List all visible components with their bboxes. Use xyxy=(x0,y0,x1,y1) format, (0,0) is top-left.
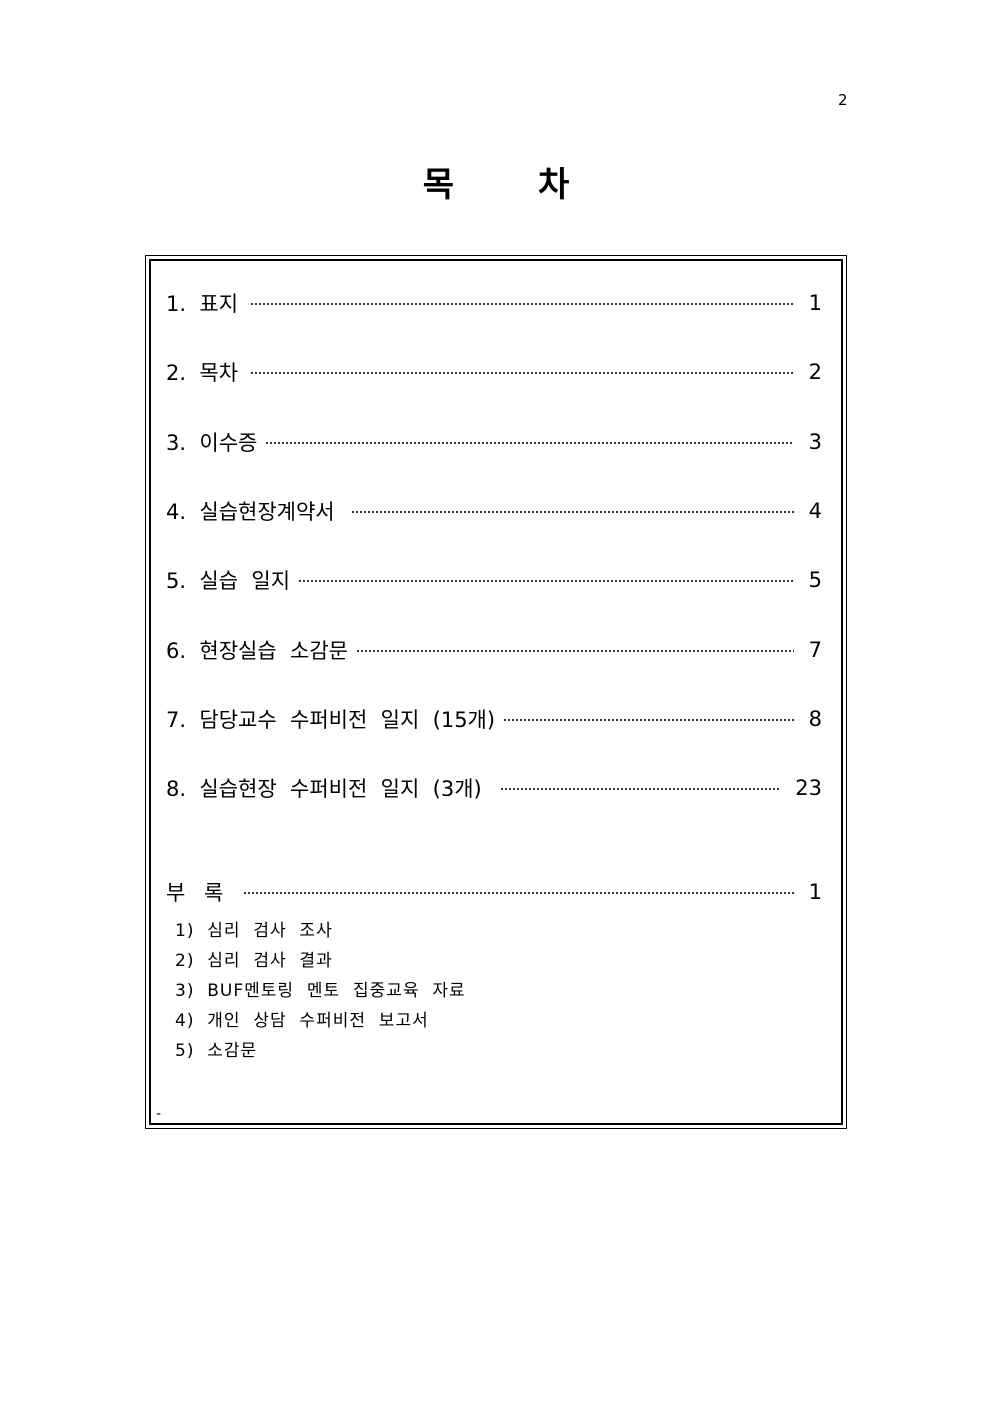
appendix-sub-item: 5) 소감문 xyxy=(175,1041,258,1061)
table-of-contents-box: 1. 표지 1 2. 목차 2 3. 이수증 3 4. 실습현장계약서 4 5.… xyxy=(145,255,847,1129)
toc-entry-label: 8. 실습현장 수퍼비전 일지 (3개) xyxy=(166,777,482,801)
toc-entry: 1. 표지 1 xyxy=(166,288,822,318)
appendix-page: 1 xyxy=(808,880,822,904)
dot-leader xyxy=(243,892,794,894)
toc-entry-label: 1. 표지 xyxy=(166,292,239,316)
toc-entry-page: 1 xyxy=(808,291,822,315)
toc-entry: 3. 이수증 3 xyxy=(166,427,822,457)
toc-entry-page: 2 xyxy=(808,360,822,384)
toc-entry: 6. 현장실습 소감문 7 xyxy=(166,635,822,665)
toc-entry: 5. 실습 일지 5 xyxy=(166,565,822,595)
toc-entry-label: 2. 목차 xyxy=(166,361,239,385)
toc-entry-page: 23 xyxy=(795,776,822,800)
dot-leader xyxy=(298,580,794,582)
toc-inner-border xyxy=(149,259,843,1125)
toc-entry-label: 7. 담당교수 수퍼비전 일지 (15개) xyxy=(166,708,496,732)
appendix-label: 부 록 xyxy=(166,881,230,905)
toc-entry-page: 7 xyxy=(808,638,822,662)
toc-entry-label: 6. 현장실습 소감문 xyxy=(166,639,348,663)
title-char-2: 차 xyxy=(538,165,570,205)
toc-entry: 4. 실습현장계약서 4 xyxy=(166,496,822,526)
appendix-sub-item: 1) 심리 검사 조사 xyxy=(175,921,333,941)
toc-entry: 8. 실습현장 수퍼비전 일지 (3개) 23 xyxy=(166,773,822,803)
dot-leader xyxy=(250,303,794,305)
toc-entry-label: 5. 실습 일지 xyxy=(166,569,291,593)
dot-leader xyxy=(499,788,782,790)
dot-leader xyxy=(265,442,794,444)
dot-leader xyxy=(350,511,794,513)
toc-entry-page: 4 xyxy=(808,499,822,523)
toc-entry-page: 5 xyxy=(808,568,822,592)
dot-leader xyxy=(250,372,794,374)
dot-leader xyxy=(355,650,794,652)
title-char-1: 목 xyxy=(422,165,454,205)
page-number: 2 xyxy=(838,91,848,109)
appendix-sub-item: 3) BUF멘토링 멘토 집중교육 자료 xyxy=(175,981,466,1001)
appendix-sub-list: 1) 심리 검사 조사 2) 심리 검사 결과 3) BUF멘토링 멘토 집중교… xyxy=(175,916,466,1066)
toc-entry-page: 8 xyxy=(808,707,822,731)
toc-entry: 2. 목차 2 xyxy=(166,357,822,387)
toc-entry: 7. 담당교수 수퍼비전 일지 (15개) 8 xyxy=(166,704,822,734)
toc-entry-label: 3. 이수증 xyxy=(166,431,258,455)
appendix-sub-item: 2) 심리 검사 결과 xyxy=(175,951,333,971)
dot-leader xyxy=(503,719,794,721)
toc-entry-label: 4. 실습현장계약서 xyxy=(166,500,335,524)
appendix-sub-item: 4) 개인 상담 수퍼비전 보고서 xyxy=(175,1011,429,1031)
appendix-entry: 부 록 1 xyxy=(166,877,822,907)
dash-mark: - xyxy=(156,1106,162,1122)
toc-entry-page: 3 xyxy=(808,430,822,454)
